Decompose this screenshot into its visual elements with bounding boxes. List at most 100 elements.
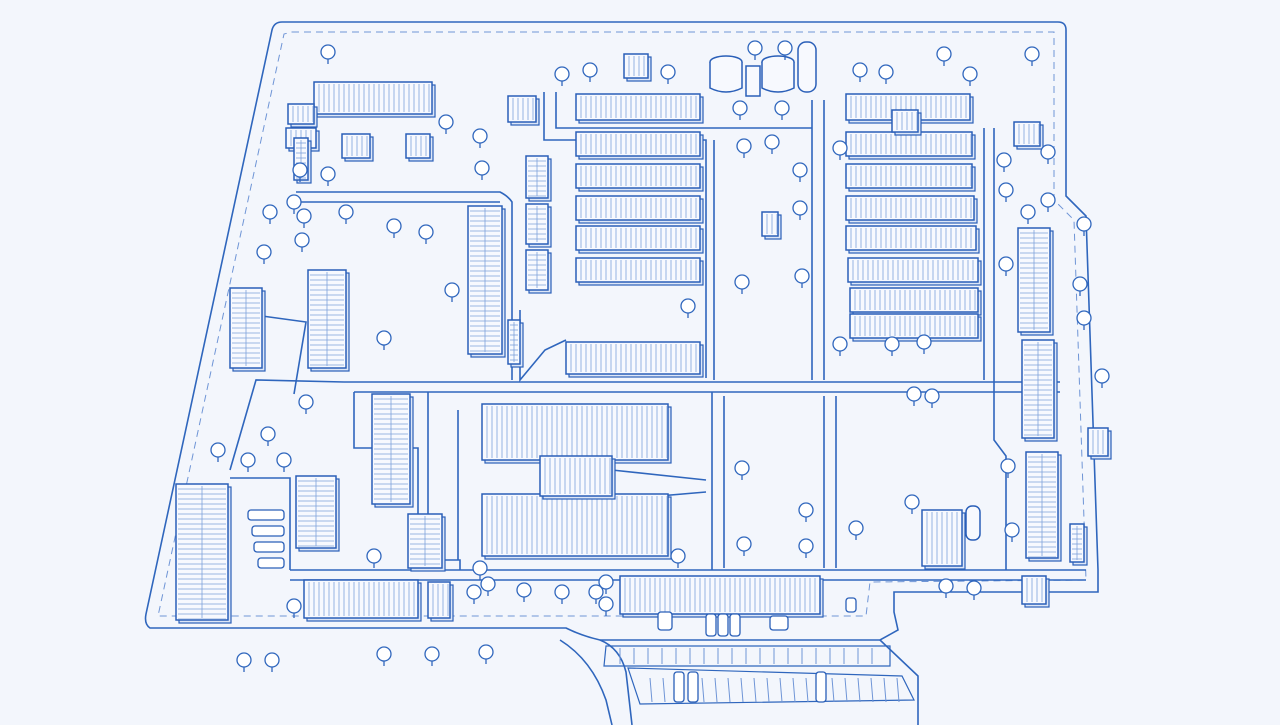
tree-icon [736,536,752,556]
tree-icon [588,584,604,604]
tree-icon [798,502,814,522]
parking-stall [753,677,757,703]
tree-crown [366,548,382,564]
building-icon [1021,575,1050,608]
building-icon [565,341,704,378]
vehicle-icon [769,615,789,631]
building-icon [371,393,414,508]
vehicle-icon [257,557,285,569]
tree-crown [936,46,952,62]
tree-icon [276,452,292,472]
tree-crown [478,644,494,660]
tree-icon [598,574,614,594]
tree-crown [386,218,402,234]
tree-icon [680,298,696,318]
tree-icon [774,100,790,120]
tree-crown [1094,368,1110,384]
vehicle-icon [673,671,685,703]
parking-outline [603,645,891,667]
tree-crown [998,256,1014,272]
tree-icon [884,336,900,356]
tree-crown [938,578,954,594]
access-road [559,639,919,725]
tree-icon [466,584,482,604]
building-icon [407,513,446,572]
parking-stall [792,677,796,703]
tree-crown [472,128,488,144]
building-icon [575,225,704,254]
tree-crown [474,160,490,176]
tree-icon [478,644,494,664]
tank-silo [797,41,817,93]
building-roof [507,95,537,123]
building-icon [761,211,782,240]
building-roof [575,131,701,157]
tree-crown [924,388,940,404]
tree-crown [598,574,614,590]
tree-crown [1040,144,1056,160]
parking-stall [766,677,770,703]
tree-crown [852,62,868,78]
vehicle-icon [657,611,673,631]
tree-icon [376,646,392,666]
tree-crown [418,224,434,240]
tree-icon [670,548,686,568]
tree-crown [276,452,292,468]
building-icon [525,203,552,248]
building-icon [575,163,704,192]
tree-crown [262,204,278,220]
tree-crown [444,282,460,298]
building-roof [539,455,613,497]
tree-crown [962,66,978,82]
tree-crown [906,386,922,402]
tank-body [761,62,795,93]
tree-icon [444,282,460,302]
parking-stall [727,677,731,703]
tree-icon [320,166,336,186]
building-icon [307,269,350,372]
building-icon [525,249,552,294]
tree-icon [798,538,814,558]
tree-icon [582,62,598,82]
vehicle-icon [845,597,857,613]
building-icon [507,95,540,126]
building-roof [575,225,701,251]
building-roof [1013,121,1041,147]
tree-icon [832,140,848,160]
tree-icon [264,652,280,672]
tree-crown [554,66,570,82]
tree-icon [386,218,402,238]
building-icon [303,579,422,622]
vehicles-layer [247,509,857,703]
building-icon [575,131,704,160]
tree-icon [736,138,752,158]
tree-icon [852,62,868,82]
tree-icon [298,394,314,414]
parking-stall [740,677,744,703]
parking-stall [844,677,848,703]
tree-icon [936,46,952,66]
tree-icon [1004,522,1020,542]
tree-crown [210,442,226,458]
building-icon [845,131,976,160]
tree-crown [298,394,314,410]
tree-icon [516,582,532,602]
building-roof [845,163,973,189]
tree-icon [240,452,256,472]
building-roof [849,287,979,313]
tree-icon [924,388,940,408]
tree-crown [292,162,308,178]
building-icon [507,319,524,368]
tree-icon [236,652,252,672]
parking-yard [603,645,915,705]
parking-stall [896,677,900,703]
tree-crown [848,520,864,536]
tree-crown [916,334,932,350]
building-icon [341,133,374,162]
building-roof [481,403,669,461]
building-roof [761,211,779,237]
tree-crown [554,584,570,600]
building-icon [845,163,976,192]
parking-stall [870,677,874,703]
tree-icon [260,426,276,446]
